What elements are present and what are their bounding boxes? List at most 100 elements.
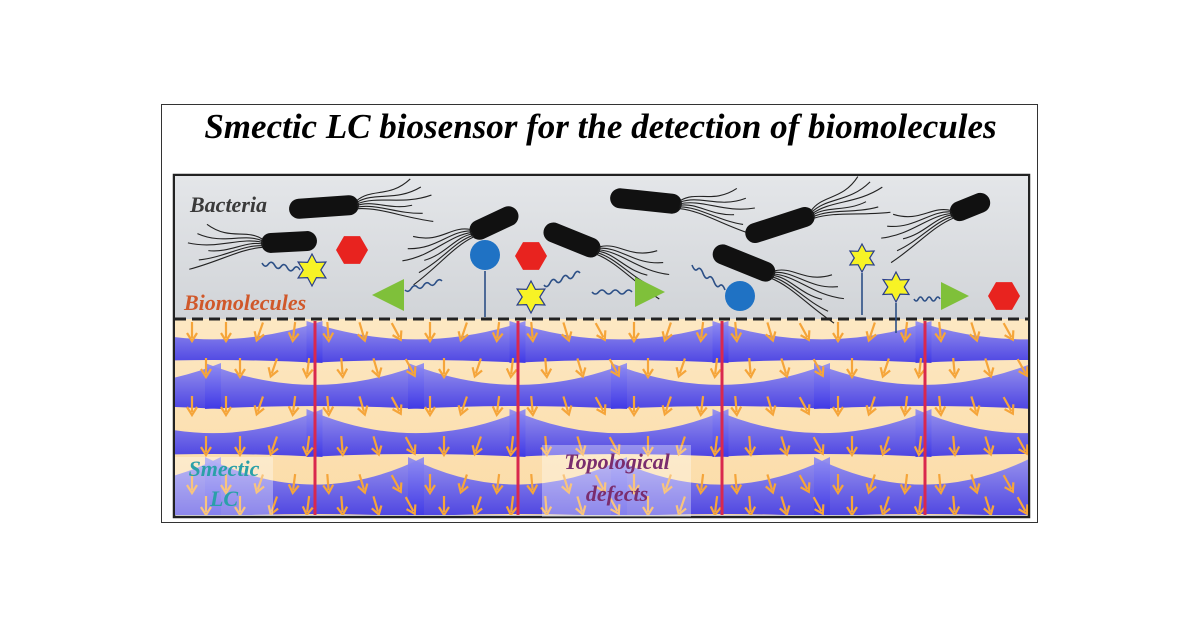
director-arrow [287,473,300,495]
director-arrow [730,473,743,496]
director-arrow [608,358,621,378]
director-arrow [336,495,349,515]
director-arrow [561,396,573,417]
director-arrow [730,321,743,344]
director-arrow [948,495,961,515]
defect-lines [313,321,927,515]
flagellum [881,212,953,239]
smectic-layer [814,457,1028,515]
flagellum [356,186,422,203]
director-arrow [798,474,811,494]
director-arrow [675,496,687,515]
director-arrow [575,436,587,457]
director-arrow [642,496,654,515]
director-arrow [526,321,539,344]
bacterium-body [712,244,776,282]
defects-label-line2: defects [586,481,648,506]
director-arrow [832,474,844,496]
smectic-layer [712,409,932,457]
flagellum [357,208,434,222]
flagellum [679,202,755,210]
flagellum [771,276,829,312]
flagellum [679,206,744,226]
director-arrow [934,395,947,418]
director-arrow [1016,436,1028,456]
director-arrow [661,474,673,495]
director-arrow [287,321,300,343]
smectic-layer [306,409,526,457]
director-arrow [220,474,232,496]
strand [691,264,726,291]
director-arrow [438,436,450,458]
flagellum [413,236,475,286]
director-arrow [1002,396,1015,416]
bacterium-body [543,222,601,258]
flagellum [771,277,835,324]
triangle-molecule [941,282,969,310]
director-arrow [491,321,504,343]
flagellum [418,234,474,274]
flagellum [811,186,883,215]
star-molecule [848,242,876,274]
biomolecules-group [261,236,1020,333]
director-arrow [709,357,722,379]
director-arrow [899,473,912,495]
director-arrow [200,358,212,380]
smectic-layer [175,321,323,363]
strand [261,261,301,272]
director-arrow [505,357,518,379]
flagellum [811,181,871,213]
director-arrow [200,496,212,515]
smectic-layer [306,321,526,363]
flagellum [598,247,664,264]
director-arrow [471,358,483,379]
director-arrow [765,396,777,417]
director-arrow [220,322,232,344]
director-arrow [1016,358,1028,378]
director-arrow [879,358,891,379]
director-arrow [744,435,757,458]
director-arrow [200,436,212,458]
flagellum [412,228,471,239]
director-arrow [253,322,265,343]
flagellum [902,214,953,240]
director-arrow [234,436,246,458]
bacterium-body [289,195,359,219]
bacterium [543,222,670,300]
bacterium-body [745,206,815,244]
flagellum [812,201,867,216]
flagellum [187,240,264,246]
director-arrow [1016,496,1028,515]
director-arrow [628,396,640,418]
director-arrow [832,322,844,344]
director-arrow [594,474,607,494]
smectic-layer [509,321,729,363]
flagellum [402,231,472,262]
hexagon-molecule [988,282,1020,310]
director-arrow [540,495,553,515]
smectic-layer [915,409,1028,457]
director-arrow [709,435,722,457]
flagellum [356,194,432,205]
director-arrow [695,321,708,343]
director-arrow [357,322,369,343]
flagellum [679,207,753,235]
director-arrow [661,396,673,417]
director-arrow [744,495,757,515]
director-arrow [457,396,469,417]
flagellum [772,274,823,300]
director-arrow [371,436,383,457]
flagellum [424,233,473,261]
director-arrow [642,358,654,380]
hexagon-molecule [336,236,368,264]
director-arrow [934,473,947,496]
flagellum [679,187,738,202]
director-arrow [575,358,587,379]
director-arrow [765,474,777,495]
triangle-molecule [635,277,665,307]
director-arrow [267,358,279,379]
bacterium-body [261,231,317,253]
star-molecule [515,279,547,315]
director-arrow [695,395,708,417]
director-arrow [812,358,825,378]
